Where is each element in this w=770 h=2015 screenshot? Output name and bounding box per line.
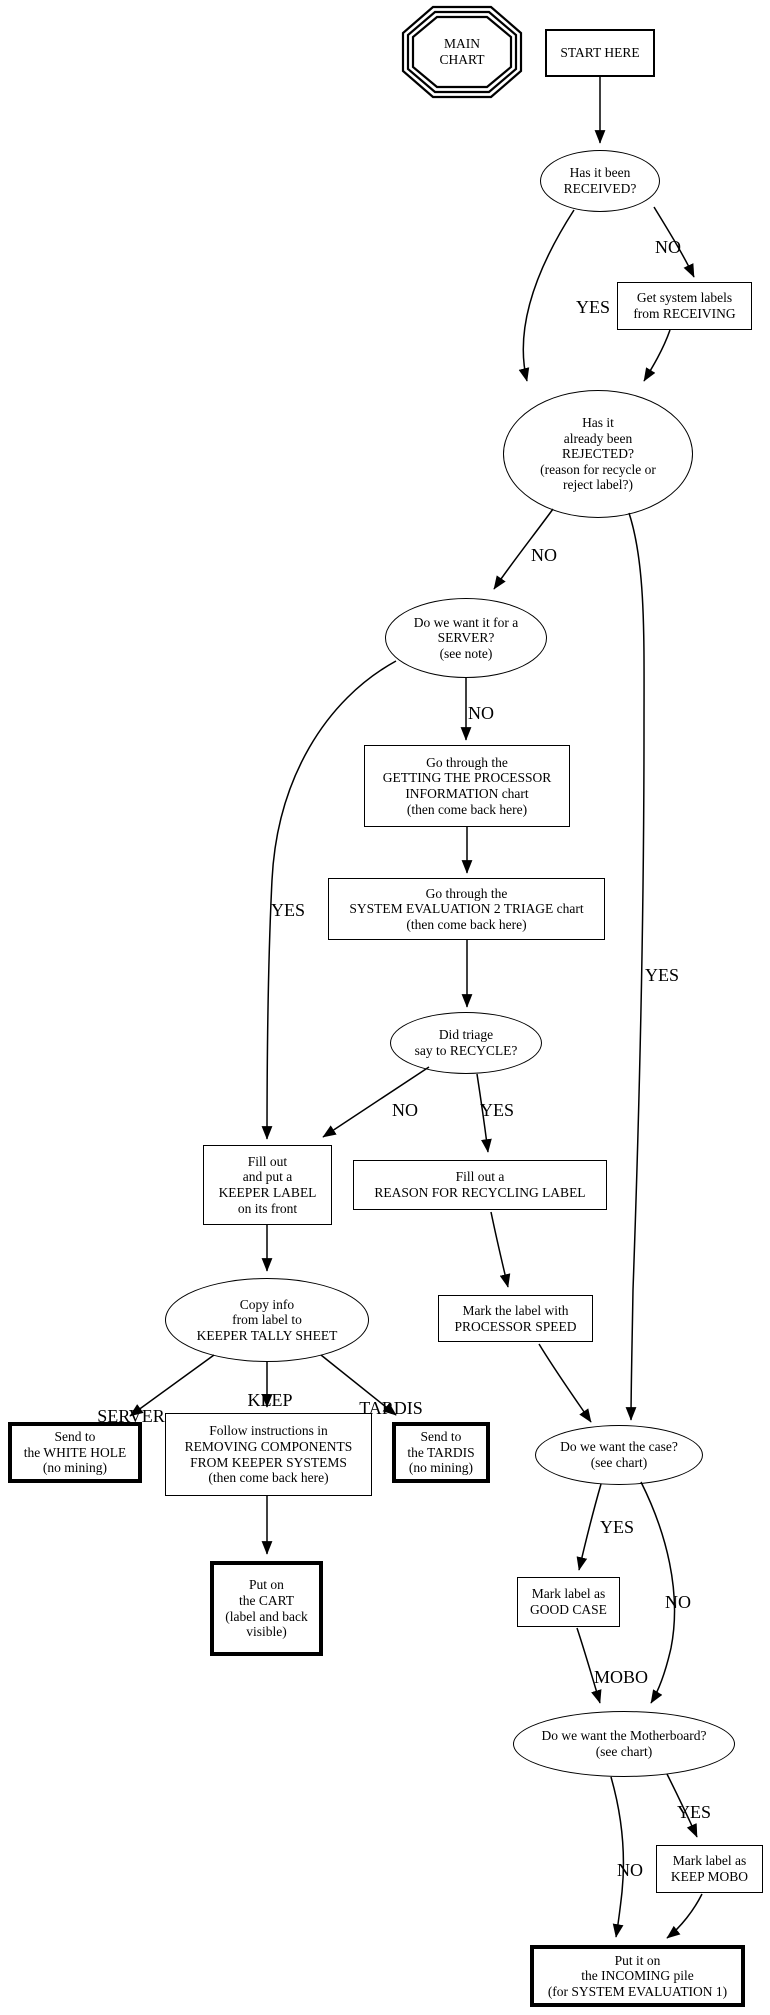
edge-triage-yes [476,1073,492,1153]
node-start-here: START HERE [545,29,655,77]
edge-rejected-yes-long [625,512,645,1421]
node-cart: Put on the CART (label and back visible) [210,1561,323,1656]
edge-mobo-yes [666,1773,698,1838]
edge-received-yes [518,209,575,382]
edge-case-no [640,1481,676,1704]
edge-label-triage-yes: YES [479,1100,515,1120]
edge-label-tally-tardis: TARDIS [359,1398,423,1418]
edge-recycling-to-speed [490,1211,511,1288]
node-keeper-label: Fill out and put a KEEPER LABEL on its f… [203,1145,332,1225]
node-removing-components: Follow instructions in REMOVING COMPONEN… [165,1413,372,1496]
node-rejected-question: Has it already been REJECTED? (reason fo… [503,390,693,518]
edge-label-case-no: NO [665,1592,691,1612]
edge-tally-server [129,1354,215,1417]
edge-tally-tardis [320,1354,397,1416]
edge-case-yes [576,1483,602,1571]
edge-label-case-yes: YES [599,1517,635,1537]
main-chart-octagon [401,5,523,99]
node-want-case-question: Do we want the case? (see chart) [535,1425,703,1485]
edge-label-good-case-mobo: MOBO [593,1667,649,1687]
node-incoming-pile: Put it on the INCOMING pile (for SYSTEM … [530,1945,745,2007]
node-processor-speed: Mark the label with PROCESSOR SPEED [438,1295,593,1342]
edge-label-tally-keep: KEEP [247,1390,293,1410]
edge-speed-to-case [538,1343,592,1423]
node-want-mobo-question: Do we want the Motherboard? (see chart) [513,1711,735,1777]
node-processor-info-chart: Go through the GETTING THE PROCESSOR INF… [364,745,570,827]
edge-triage-no [322,1066,430,1138]
node-keep-mobo: Mark label as KEEP MOBO [656,1845,763,1893]
node-main-chart: MAIN CHART [439,35,485,67]
edge-mobo-no [610,1776,625,1938]
node-received-question: Has it been RECEIVED? [540,150,660,212]
edge-keepmobo-to-incoming [666,1893,703,1939]
node-keeper-tally-sheet: Copy info from label to KEEPER TALLY SHE… [165,1278,369,1362]
node-triage-recycle-question: Did triage say to RECYCLE? [390,1012,542,1074]
edge-label-server-no: NO [468,703,494,723]
edge-label-rejected-yes: YES [644,965,680,985]
edge-label-received-no: NO [655,237,681,257]
node-get-system-labels: Get system labels from RECEIVING [617,282,752,330]
node-triage-chart: Go through the SYSTEM EVALUATION 2 TRIAG… [328,878,605,940]
edge-label-received-yes: YES [575,297,611,317]
edge-label-mobo-no: NO [617,1860,643,1880]
node-tardis: Send to the TARDIS (no mining) [392,1422,490,1483]
edge-goodcase-mobo [576,1627,602,1704]
edge-getlabels-to-rejected [643,329,671,382]
edge-label-rejected-no: NO [531,545,557,565]
edge-label-triage-no: NO [392,1100,418,1120]
edge-label-mobo-yes: YES [676,1802,712,1822]
node-recycling-label: Fill out a REASON FOR RECYCLING LABEL [353,1160,607,1210]
edge-label-tally-server: SERVER [97,1406,165,1426]
edge-label-server-yes: YES [270,900,306,920]
node-white-hole: Send to the WHITE HOLE (no mining) [8,1422,142,1483]
edge-rejected-no [493,508,554,590]
node-good-case: Mark label as GOOD CASE [517,1577,620,1627]
edge-received-no [653,206,695,278]
node-server-question: Do we want it for a SERVER? (see note) [385,598,547,678]
edge-server-yes-long [261,660,397,1140]
